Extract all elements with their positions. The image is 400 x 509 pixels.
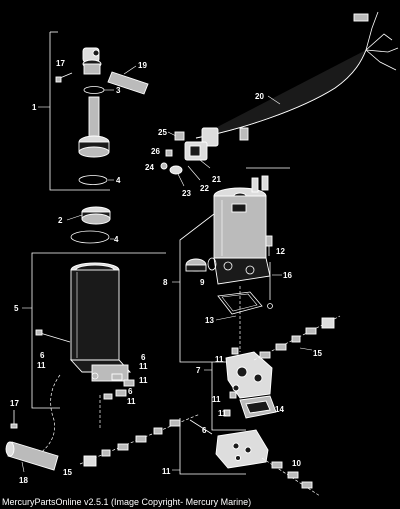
hose-part-19[interactable] (107, 65, 149, 95)
callout-4-top: 4 (116, 176, 121, 185)
o-ring-part-3[interactable] (83, 86, 114, 94)
callout-6-left: 6 (40, 351, 45, 360)
callout-11-right-a: 11 (139, 362, 148, 371)
callout-11-lower: 11 (127, 397, 136, 406)
elbow-fitting[interactable] (82, 47, 102, 75)
screws-part-11-valve[interactable] (223, 347, 239, 417)
screw-part-12[interactable] (265, 235, 273, 256)
seal-part-2[interactable] (66, 206, 111, 225)
callout-14: 14 (275, 405, 284, 414)
callout-17-bottom: 17 (10, 399, 19, 408)
screw-part-17-top[interactable] (55, 72, 73, 83)
fitting-part-10[interactable] (261, 457, 321, 496)
relay-bracket-part-21[interactable] (184, 141, 211, 169)
callout-11-right-b: 11 (139, 376, 148, 385)
callout-13: 13 (205, 316, 214, 325)
pin-part-6-left[interactable] (35, 329, 71, 343)
callout-12: 12 (276, 247, 285, 256)
o-ring-part-4-top[interactable] (78, 175, 114, 185)
screw-part-26[interactable] (165, 149, 173, 157)
pin-part-6-lower[interactable] (189, 419, 213, 435)
screw-part-17-bottom[interactable] (10, 410, 18, 429)
callout-11-left: 11 (37, 361, 46, 370)
callout-6-lower: 6 (128, 387, 133, 396)
hose-part-18[interactable] (5, 441, 59, 473)
gasket-part-13[interactable] (215, 291, 263, 321)
valve-body[interactable] (225, 351, 273, 399)
callout-24: 24 (145, 163, 154, 172)
image-caption: MercuryPartsOnline v2.5.1 (Image Copyrig… (2, 497, 252, 507)
callout-23: 23 (182, 189, 191, 198)
fittings-cylinder-bottom[interactable] (91, 372, 135, 400)
callout-11-valve-a: 11 (215, 355, 224, 364)
callout-9: 9 (200, 278, 205, 287)
plate-part-14[interactable] (239, 395, 277, 419)
callout-10: 10 (292, 459, 301, 468)
callout-6-right: 6 (141, 353, 146, 362)
callout-3: 3 (116, 86, 121, 95)
callout-4-middle: 4 (114, 235, 119, 244)
callout-1: 1 (32, 103, 37, 112)
callout-7: 7 (196, 366, 201, 375)
bolt-part-16[interactable] (267, 262, 283, 309)
callout-26: 26 (151, 147, 160, 156)
nut-part-24[interactable] (160, 162, 168, 170)
cylinder-body[interactable] (69, 262, 132, 382)
callout-11-bottom: 11 (162, 467, 171, 476)
callout-25: 25 (158, 128, 167, 137)
callout-18: 18 (19, 476, 28, 485)
callout-17-top: 17 (56, 59, 65, 68)
fittings-part-15-lower[interactable] (79, 413, 201, 467)
piston-rod[interactable] (78, 96, 110, 158)
callout-15-upper: 15 (313, 349, 322, 358)
callout-11-valve-c: 11 (218, 409, 227, 418)
callout-16: 16 (283, 271, 292, 280)
callout-22: 22 (200, 184, 209, 193)
group-5-bracket (22, 252, 166, 409)
washer-part-22[interactable] (187, 165, 201, 181)
callout-19: 19 (138, 61, 147, 70)
callout-5: 5 (14, 304, 19, 313)
group-7-bracket (204, 362, 246, 431)
callout-2: 2 (58, 216, 63, 225)
terminal-part-23[interactable] (169, 165, 185, 187)
group-8-bracket (172, 167, 290, 363)
cap-part-9[interactable] (185, 257, 217, 272)
pump-motor[interactable] (213, 175, 271, 285)
dashed-hose-route (37, 374, 101, 456)
fittings-part-15-upper[interactable] (253, 315, 341, 361)
callout-11-valve-b: 11 (212, 395, 221, 404)
callout-20: 20 (255, 92, 264, 101)
callout-6-valve: 6 (202, 426, 207, 435)
wiring-harness-part-20[interactable] (195, 11, 399, 147)
o-ring-part-4-middle[interactable] (70, 230, 114, 244)
relay-part-25[interactable] (167, 131, 185, 141)
callout-21: 21 (212, 175, 221, 184)
callout-labels: 1 17 19 3 4 2 4 5 6 11 6 11 11 6 11 17 1… (10, 59, 322, 485)
exploded-parts-diagram: 1 17 19 3 4 2 4 5 6 11 6 11 11 6 11 17 1… (5, 11, 399, 496)
callout-8: 8 (163, 278, 168, 287)
group-11-bracket (172, 418, 246, 475)
manifold-block[interactable] (215, 429, 269, 469)
callout-15-lower: 15 (63, 468, 72, 477)
group-1-bracket (38, 31, 110, 191)
